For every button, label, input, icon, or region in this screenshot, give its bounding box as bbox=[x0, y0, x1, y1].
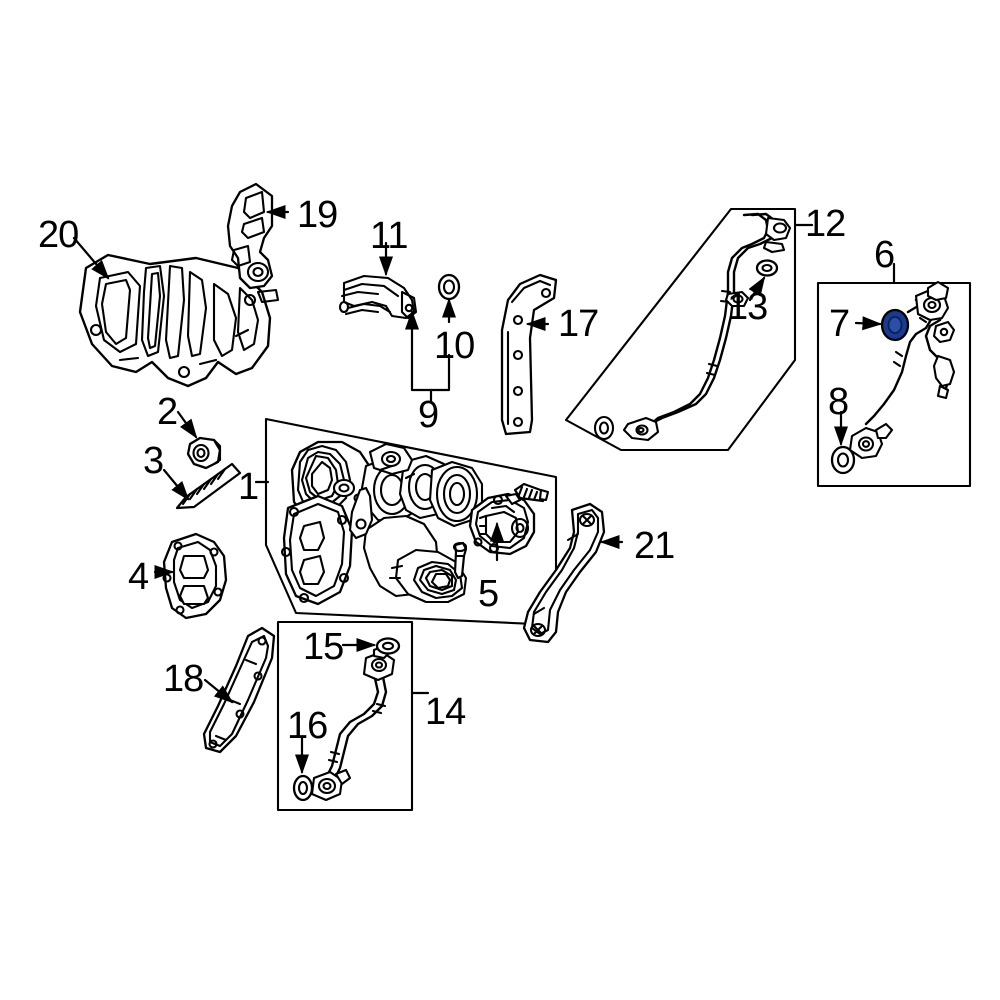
leader-9 bbox=[404, 309, 451, 404]
callout-12[interactable]: 12 bbox=[805, 203, 846, 245]
part-bolt-lower-center bbox=[452, 541, 468, 580]
leader-20 bbox=[72, 236, 110, 280]
callout-10[interactable]: 10 bbox=[434, 325, 475, 367]
callout-15[interactable]: 15 bbox=[303, 626, 344, 668]
part-20-exhaust-manifold-heat-shield bbox=[78, 253, 280, 388]
callout-21[interactable]: 21 bbox=[634, 525, 675, 567]
part-13-seal-ring bbox=[755, 259, 779, 277]
callout-3[interactable]: 3 bbox=[143, 440, 164, 482]
callout-2[interactable]: 2 bbox=[157, 391, 178, 433]
callout-9[interactable]: 9 bbox=[418, 394, 439, 436]
part-4-exhaust-manifold-gasket bbox=[162, 532, 228, 620]
callout-1[interactable]: 1 bbox=[238, 466, 259, 508]
callout-6[interactable]: 6 bbox=[874, 234, 895, 276]
leader-3 bbox=[162, 468, 190, 501]
callout-11[interactable]: 11 bbox=[370, 215, 408, 257]
leader-13 bbox=[748, 276, 766, 302]
callout-4[interactable]: 4 bbox=[128, 556, 149, 598]
part-7-seal-ring-highlighted bbox=[880, 308, 910, 342]
part-1-turbocharger-assembly bbox=[280, 440, 484, 606]
callout-17[interactable]: 17 bbox=[558, 303, 599, 345]
part-8-seal-washer bbox=[830, 445, 856, 475]
callout-7[interactable]: 7 bbox=[829, 303, 850, 345]
group-box-12 bbox=[564, 207, 797, 452]
part-5-wastegate-solenoid-actuator bbox=[468, 492, 536, 556]
leader-2 bbox=[176, 410, 198, 439]
part-12-coolant-return-line bbox=[593, 212, 792, 442]
part-2-nut bbox=[186, 436, 222, 470]
callout-16[interactable]: 16 bbox=[287, 705, 328, 747]
callout-14[interactable]: 14 bbox=[425, 691, 466, 733]
part-10-seal-ring bbox=[437, 273, 461, 301]
callout-19[interactable]: 19 bbox=[297, 194, 338, 236]
callout-8[interactable]: 8 bbox=[828, 381, 849, 423]
callout-13[interactable]: 13 bbox=[727, 286, 768, 328]
leader-18 bbox=[203, 678, 234, 704]
part-11-coolant-pipe-bracket bbox=[338, 274, 418, 320]
part-16-seal-washer bbox=[292, 774, 314, 802]
callout-20[interactable]: 20 bbox=[38, 214, 79, 256]
part-6-coolant-feed-line-assembly bbox=[848, 280, 956, 460]
part-21-turbocharger-support-bracket bbox=[522, 502, 606, 644]
part-bolt-upper-right bbox=[513, 482, 550, 503]
part-3-stud-bolt bbox=[175, 462, 242, 510]
part-14-oil-return-line-assembly bbox=[310, 644, 396, 802]
callout-5[interactable]: 5 bbox=[478, 573, 499, 615]
part-17-heat-shield-bracket bbox=[500, 273, 558, 436]
part-15-seal-washer bbox=[375, 637, 401, 655]
callout-18[interactable]: 18 bbox=[163, 658, 204, 700]
part-18-heat-shield-strip bbox=[202, 626, 276, 754]
leader-7 bbox=[854, 316, 883, 331]
